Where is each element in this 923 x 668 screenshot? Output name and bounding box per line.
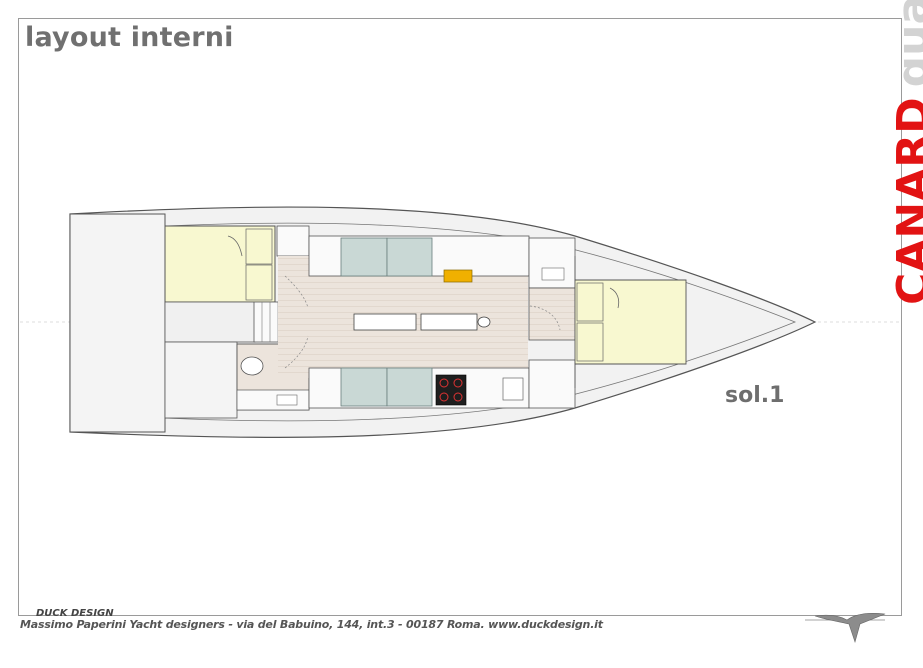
galley-sink: [502, 377, 524, 401]
forward-head-sink: [541, 267, 565, 281]
head-counter: [236, 389, 310, 411]
forward-passage: [528, 287, 576, 341]
berth-pillow: [245, 264, 273, 301]
studio-footer: Massimo Paperini Yacht designers - via d…: [20, 618, 603, 631]
hull-inner-line: [164, 222, 797, 422]
brand-wordmark: CANARDquaranta5: [888, 0, 923, 305]
settee-cushion: [386, 367, 433, 407]
head-sink: [276, 394, 298, 406]
page-title: layout interni: [25, 22, 234, 53]
berth-pillow: [576, 282, 604, 322]
drawing-frame: [18, 18, 902, 616]
forward-locker: [528, 359, 576, 409]
mast-step: [477, 316, 491, 328]
saloon-table: [353, 313, 417, 331]
sheet-fold: [227, 235, 243, 257]
cooktop: [435, 374, 467, 406]
toilet: [240, 356, 264, 376]
cooktop-burners: [439, 378, 463, 402]
brand-canard: CANARD: [888, 97, 923, 305]
saloon-table-leaf: [420, 313, 478, 331]
door-swing: [529, 305, 561, 331]
brand-quaranta: quaranta: [888, 0, 923, 87]
bulkhead: [574, 256, 686, 281]
sheet-fold: [609, 287, 620, 309]
bulkhead: [574, 363, 686, 388]
berth-pillow: [576, 322, 604, 362]
berth-pillow: [245, 228, 273, 265]
door-swing: [284, 335, 309, 369]
nav-station: [443, 269, 473, 283]
duck-logo-icon: [805, 612, 886, 644]
locker: [276, 225, 310, 257]
forward-head: [528, 237, 576, 289]
settee-cushion: [340, 237, 388, 277]
aft-lazarette: [69, 213, 166, 433]
aft-storage: [164, 341, 238, 419]
layout-variant-label: sol.1: [725, 383, 785, 408]
engine-box: [164, 301, 256, 343]
studio-name: DUCK DESIGN: [36, 608, 114, 619]
settee-cushion: [340, 367, 388, 407]
settee-cushion: [386, 237, 433, 277]
door-swing: [284, 275, 309, 309]
